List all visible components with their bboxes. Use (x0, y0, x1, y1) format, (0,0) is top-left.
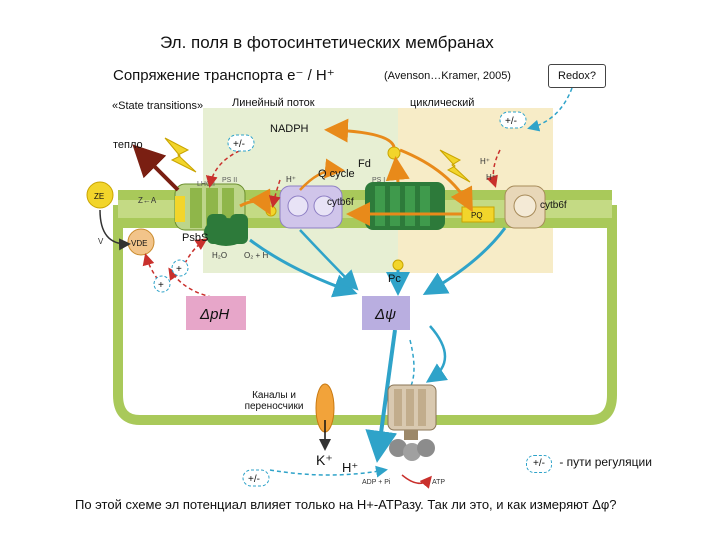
slide-title: Эл. поля в фотосинтетических мембранах (160, 33, 494, 52)
regulation-plus-1: + (171, 259, 189, 277)
h-label-psii: H⁺ (286, 175, 296, 184)
redox-regulation-arrow (527, 87, 573, 132)
nadph-arrow (324, 118, 396, 148)
lhcii-label: LHCII (197, 181, 215, 188)
legend: +/- - пути регуляции (526, 455, 652, 473)
delta-ph-box (186, 296, 246, 330)
psi-complex (365, 182, 445, 230)
q-cycle-reg-arrow (268, 179, 281, 208)
vde-label: VDE (131, 239, 147, 248)
nadph-label: NADPH (270, 123, 309, 135)
cyclic-flow-label: циклический (410, 97, 475, 109)
fd-node (387, 146, 401, 160)
psi-label: PS I (372, 177, 385, 184)
q-cycle-label: Q cycle (318, 168, 355, 180)
v-label: V (98, 237, 104, 246)
svg-text:+: + (176, 264, 182, 275)
pc-label: Pc (388, 273, 401, 285)
channels-label: Каналы и переносчики (244, 390, 304, 412)
cytb6f-complex-right (504, 185, 546, 229)
svg-text:+: + (158, 280, 164, 291)
lightning-bolt-left (164, 137, 197, 173)
cyclic-reg-arrow (486, 149, 501, 188)
delta-ph-label: ΔpH (199, 306, 229, 323)
delta-psi-box (362, 296, 410, 330)
cyclic-return-arrow (399, 148, 473, 213)
atpase-regulation-arrow (269, 465, 388, 478)
atp-label: ATP (432, 479, 445, 486)
svg-text:+/-: +/- (248, 474, 260, 485)
legend-symbol: +/- (526, 455, 552, 473)
state-transition-reg-arrow (205, 147, 247, 188)
proton-arrow-cyt (299, 229, 359, 291)
svg-text:+/-: +/- (233, 139, 245, 150)
h-plus-label: H⁺ (342, 460, 359, 475)
pc-node (392, 259, 404, 271)
psi-to-fd-arrow (385, 156, 410, 183)
regulation-node-top: +/- (227, 134, 255, 152)
regulation-plus-2: + (153, 275, 171, 293)
citation: (Avenson…Kramer, 2005) (384, 70, 511, 82)
psbs-label: PsbS (182, 232, 209, 244)
caption: По этой схеме эл потенциал влияет только… (75, 497, 617, 512)
atp-synthase (387, 384, 437, 461)
redox-box: Redox? (548, 64, 606, 88)
heat-arrow (132, 144, 180, 192)
q-cycle-arrow (299, 158, 345, 191)
h-efflux-arrow (365, 329, 398, 463)
delta-psi-label: Δψ (374, 306, 396, 323)
adp-pi-label: ADP + Pi (362, 479, 391, 486)
o2-h-label: O₂ + H⁺ (244, 251, 272, 260)
regulation-node-cyclic: +/- (499, 111, 527, 129)
k-plus-label: K⁺ (316, 452, 333, 468)
cytb6f-label-left: cytb6f (327, 197, 354, 208)
h-label-cyclic-2: H⁺ (486, 173, 496, 182)
h2o-label: H₂O (212, 251, 227, 260)
heat-label: тепло (113, 139, 143, 151)
linear-flow-arrow (239, 188, 271, 216)
state-transitions-label: «State transitions» (112, 100, 204, 112)
proton-arrow-cyclic (422, 227, 507, 295)
lumen-to-atpase-arrow (425, 325, 449, 383)
cytb6f-complex-left (279, 185, 343, 229)
svg-text:+/-: +/- (505, 116, 517, 127)
ze-label: ZE (94, 192, 104, 201)
slide-subtitle: Сопряжение транспорта e⁻ / H⁺ (113, 67, 335, 84)
legend-text: - пути регуляции (559, 455, 652, 469)
atp-synthesis-arrow (401, 474, 432, 489)
ze-node (86, 181, 114, 209)
psbs-protein (207, 214, 248, 244)
lightning-bolt-right (439, 149, 471, 183)
cytb6f-label-right: cytb6f (540, 200, 567, 211)
z-a-label: Z←A (138, 196, 157, 205)
xanthophyll-cycle-arrow (99, 209, 131, 251)
psii-label: PS II (222, 177, 237, 184)
linear-flow-label: Линейный поток (232, 97, 315, 109)
regulation-node-atpase: +/- (242, 469, 270, 487)
fd-label: Fd (358, 158, 371, 170)
pq-label: PQ (471, 211, 483, 220)
h-label-cyclic-1: H⁺ (480, 157, 490, 166)
membrane-loop (113, 205, 617, 425)
